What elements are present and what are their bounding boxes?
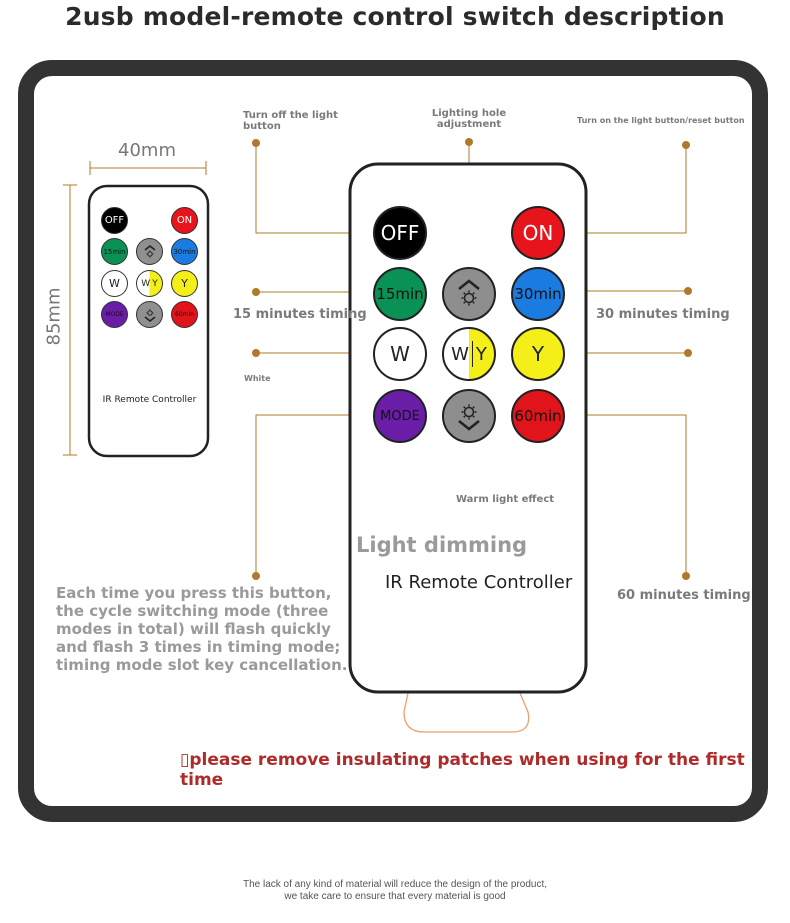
yellow-button[interactable]: Y	[511, 327, 565, 381]
label-30min: 30 minutes timing	[596, 307, 730, 322]
small-60min-button[interactable]: 60min	[171, 301, 198, 328]
warm-divider	[471, 341, 473, 367]
footer-line-2: we take care to ensure that every materi…	[284, 891, 506, 902]
30min-button[interactable]: 30min	[511, 267, 565, 321]
big-remote-caption: IR Remote Controller	[385, 572, 573, 593]
brightness-down-button[interactable]	[442, 389, 496, 443]
small-brightness-up-button[interactable]	[136, 238, 163, 265]
off-button[interactable]: OFF	[373, 206, 427, 260]
mode-description: Each time you press this button, the cyc…	[56, 584, 348, 674]
small-remote-caption: IR Remote Controller	[102, 395, 197, 405]
remote-stand	[403, 692, 530, 733]
label-turn-on: Turn on the light button/reset button	[577, 116, 745, 125]
on-button[interactable]: ON	[511, 206, 565, 260]
60min-button[interactable]: 60min	[511, 389, 565, 443]
brightness-down-icon	[144, 308, 155, 322]
brightness-down-icon	[458, 404, 480, 431]
small-on-button[interactable]: ON	[171, 207, 198, 234]
brightness-up-icon	[144, 244, 155, 257]
small-off-button[interactable]: OFF	[101, 207, 128, 234]
leader-on	[566, 145, 687, 234]
page-title: 2usb model-remote control switch descrip…	[65, 2, 725, 31]
brightness-up-button[interactable]	[442, 267, 496, 321]
leader-mode	[255, 414, 374, 576]
brightness-up-icon	[458, 279, 480, 306]
mode-button[interactable]: MODE	[373, 389, 427, 443]
leader-off	[255, 143, 374, 234]
small-30min-button[interactable]: 30min	[171, 238, 198, 265]
small-15min-button[interactable]: 15min	[101, 238, 128, 265]
label-turn-off: Turn off the light button	[243, 110, 338, 132]
label-60min: 60 minutes timing	[617, 588, 751, 603]
insulating-patch-warning: ▯please remove insulating patches when u…	[180, 750, 745, 790]
small-brightness-down-button[interactable]	[136, 301, 163, 328]
white-button[interactable]: W	[373, 327, 427, 381]
label-warm: Warm light effect	[456, 494, 555, 505]
footer-line-1: The lack of any kind of material will re…	[242, 879, 548, 890]
width-dimension-label: 40mm	[118, 140, 176, 161]
label-lighting-hole: Lighting hole adjustment	[431, 108, 507, 130]
label-white: White	[244, 374, 271, 383]
leader-60min	[566, 414, 687, 576]
footer-note: The lack of any kind of material will re…	[0, 879, 790, 903]
small-white-button[interactable]: W	[101, 270, 128, 297]
label-15min: 15 minutes timing	[233, 307, 367, 322]
height-dimension-label: 85mm	[43, 287, 65, 346]
15min-button[interactable]: 15min	[373, 267, 427, 321]
small-yellow-button[interactable]: Y	[171, 270, 198, 297]
small-mode-button[interactable]: MODE	[101, 301, 128, 328]
label-dimming: Light dimming	[356, 533, 528, 557]
